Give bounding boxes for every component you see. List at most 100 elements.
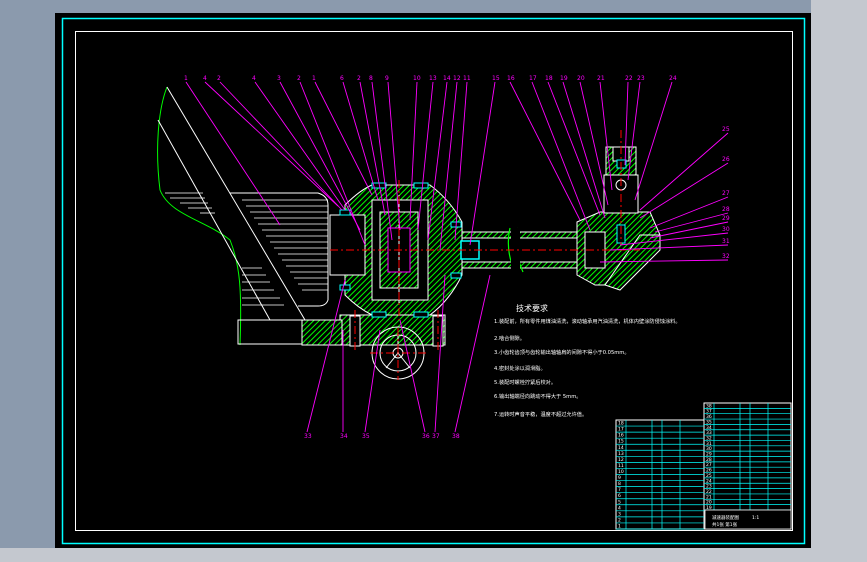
table-cell: 23 — [706, 484, 712, 490]
balloon: 20 — [577, 75, 585, 82]
table-cell: 20 — [706, 500, 712, 506]
balloon: 2 — [217, 75, 221, 82]
balloon: 19 — [560, 75, 568, 82]
tech-item: 7.运转时声音平稳，温度不超过允许值。 — [494, 410, 587, 418]
balloon: 21 — [597, 75, 605, 82]
balloon: 1 — [184, 75, 188, 82]
balloon: 25 — [722, 126, 730, 133]
outer-frame — [61, 17, 806, 545]
table-cell: 37 — [706, 409, 712, 415]
hopper-housing — [157, 86, 341, 346]
balloon: 33 — [304, 433, 312, 440]
table-cell: 17 — [618, 427, 624, 433]
table-cell: 22 — [706, 489, 712, 495]
technical-requirements: 技术要求 1.装配前，所有零件用煤油清洗，滚动轴承用汽油清洗，机体内壁涂防侵蚀涂… — [494, 303, 681, 418]
table-cell: 21 — [706, 494, 712, 500]
table-cell: 38 — [706, 403, 712, 409]
balloon: 4 — [203, 75, 207, 82]
background-bottom — [0, 548, 867, 562]
drawing-sheet: 1 4 2 4 3 2 1 6 2 8 9 10 13 14 12 11 15 … — [55, 13, 811, 548]
table-cell: 8 — [618, 481, 621, 487]
balloon: 32 — [722, 253, 730, 260]
balloon: 24 — [669, 75, 677, 82]
balloon: 22 — [625, 75, 633, 82]
leader-lines — [185, 81, 729, 433]
table-cell: 3 — [618, 511, 621, 517]
title-block-scale: 1:1 — [752, 515, 759, 521]
balloon: 11 — [463, 75, 471, 82]
table-cell: 35 — [706, 419, 712, 425]
balloon: 2 — [357, 75, 361, 82]
cad-drawing: 1 4 2 4 3 2 1 6 2 8 9 10 13 14 12 11 15 … — [61, 17, 806, 545]
table-cell: 18 — [618, 421, 624, 427]
drive-shaft-tube — [460, 227, 578, 274]
tech-item: 3.小齿轮齿顶与齿轮输出轴轴肩的间隙不得小于0.05mm。 — [494, 348, 630, 356]
balloon: 1 — [312, 75, 316, 82]
balloon: 28 — [722, 206, 730, 213]
table-cell: 7 — [618, 487, 621, 493]
table-cell: 11 — [618, 463, 624, 469]
tech-item: 5.装配时螺栓拧紧后校对。 — [494, 378, 556, 386]
table-cell: 34 — [706, 425, 712, 431]
tech-item: 2.啮合侧隙。 — [494, 334, 525, 342]
table-cell: 36 — [706, 414, 712, 420]
balloon: 23 — [637, 75, 645, 82]
table-cell: 31 — [706, 441, 712, 447]
balloon: 14 — [443, 75, 451, 82]
table-cell: 10 — [618, 469, 624, 475]
balloon: 2 — [297, 75, 301, 82]
balloon: 4 — [252, 75, 256, 82]
balloon: 34 — [340, 433, 348, 440]
table-cell: 2 — [618, 517, 621, 523]
balloon: 8 — [369, 75, 373, 82]
table-cell: 33 — [706, 430, 712, 436]
table-cell: 16 — [618, 433, 624, 439]
balloon: 6 — [340, 75, 344, 82]
title-block — [704, 509, 792, 530]
table-cell: 30 — [706, 446, 712, 452]
balloon-labels-right: 25 26 27 28 29 30 31 32 — [722, 126, 730, 260]
table-cell: 14 — [618, 445, 624, 451]
table-cell: 9 — [618, 475, 621, 481]
balloon: 30 — [722, 226, 730, 233]
table-cell: 13 — [618, 451, 624, 457]
table-cell: 26 — [706, 468, 712, 474]
table-cell: 6 — [618, 493, 621, 499]
balloon: 38 — [452, 433, 460, 440]
balloon: 13 — [429, 75, 437, 82]
balloon: 31 — [722, 238, 730, 245]
balloon: 26 — [722, 156, 730, 163]
title-block-name: 减速器装配图 — [712, 514, 739, 521]
parts-list-table: 1817161514131211109876543213837363534333… — [615, 402, 792, 530]
tech-item: 4.密封处涂以润滑脂。 — [494, 364, 546, 372]
inner-frame — [75, 31, 793, 531]
table-cell: 4 — [618, 505, 621, 511]
balloon: 29 — [722, 215, 730, 222]
balloon: 15 — [492, 75, 500, 82]
table-cell: 28 — [706, 457, 712, 463]
table-cell: 27 — [706, 462, 712, 468]
table-cell: 1 — [618, 524, 621, 530]
title-block-sheet: 共1张 第1张 — [712, 521, 738, 528]
balloon: 12 — [453, 75, 461, 82]
tech-item: 6.输出轴端径向跳动不得大于 5mm。 — [494, 392, 581, 400]
tech-title: 技术要求 — [516, 303, 548, 313]
table-cell: 32 — [706, 435, 712, 441]
background-right — [811, 0, 867, 562]
balloon: 18 — [545, 75, 553, 82]
balloon: 17 — [529, 75, 537, 82]
table-cell: 19 — [706, 505, 712, 511]
balloon: 3 — [277, 75, 281, 82]
table-cell: 5 — [618, 499, 621, 505]
balloon-labels-top: 1 4 2 4 3 2 1 6 2 8 9 10 13 14 12 11 15 … — [184, 75, 677, 82]
balloon: 10 — [413, 75, 421, 82]
table-cell: 12 — [618, 457, 624, 463]
balloon: 35 — [362, 433, 370, 440]
table-cell: 25 — [706, 473, 712, 479]
table-cell: 24 — [706, 478, 712, 484]
table-cell: 15 — [618, 439, 624, 445]
balloon-labels-bottom: 33 34 35 36 37 38 — [304, 433, 460, 440]
balloon: 37 — [432, 433, 440, 440]
balloon: 9 — [385, 75, 389, 82]
balloon: 27 — [722, 190, 730, 197]
